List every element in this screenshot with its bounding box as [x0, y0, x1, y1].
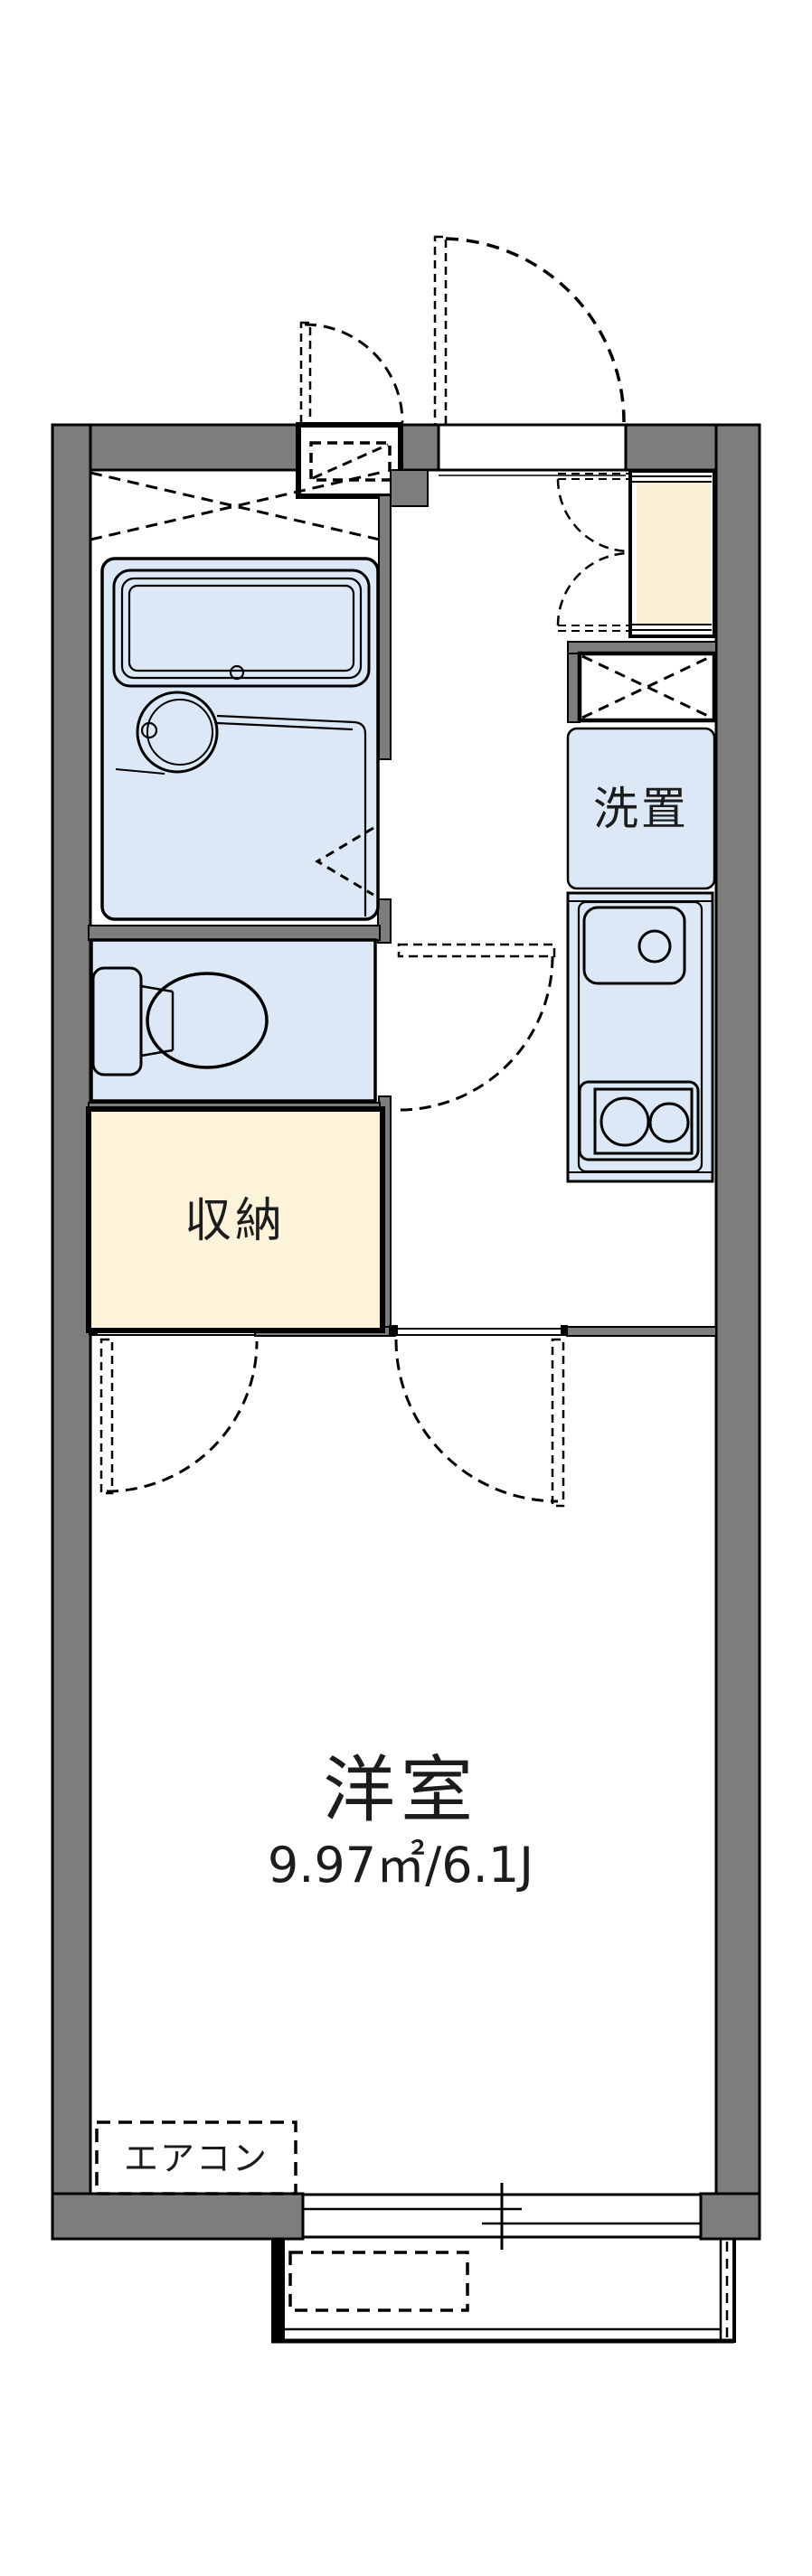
bathtub-drain	[229, 664, 245, 681]
storage-label: 収納	[184, 1194, 286, 1248]
main-room: 洋室 9.97㎡/6.1J	[268, 1748, 533, 1894]
balcony	[271, 2239, 736, 2344]
main-room-area: 9.97㎡/6.1J	[268, 1837, 533, 1894]
bathroom-counter-edge	[216, 714, 367, 917]
washroom-cross	[90, 471, 381, 541]
toilet-seat-joint	[140, 984, 175, 1058]
shoe-cabinet	[556, 469, 716, 638]
kitchen-counter	[566, 891, 714, 1183]
kitchen-faucet	[637, 929, 672, 964]
bathroom-folding-door	[315, 826, 374, 897]
balcony-equipment-area	[288, 2251, 469, 2312]
meter-box	[296, 422, 403, 499]
burner-right	[648, 1102, 690, 1143]
faucet-dot	[140, 721, 158, 739]
bathroom-sink	[136, 691, 219, 774]
storage-room: 収納	[86, 1106, 385, 1333]
toilet-tank	[91, 966, 143, 1076]
pipe-space-box	[577, 651, 717, 723]
main-room-right-door-swing	[394, 1338, 565, 1508]
burner-left	[600, 1096, 650, 1147]
outer-walls	[51, 423, 761, 2241]
aircon-label: エアコン	[124, 2139, 269, 2178]
laundry-label: 洗置	[593, 783, 689, 835]
laundry-space: 洗置	[566, 727, 716, 890]
stove	[578, 1080, 700, 1161]
bathroom	[100, 557, 380, 921]
aircon-box: エアコン	[95, 2120, 297, 2195]
main-room-label: 洋室	[323, 1748, 478, 1832]
utility-door-swing	[299, 321, 404, 427]
bathtub	[112, 569, 371, 688]
sliding-window	[302, 2183, 702, 2250]
bathroom-counter-edge-2	[216, 721, 354, 731]
toilet-bowl	[146, 972, 269, 1069]
corridor-door-swing	[397, 943, 556, 1112]
toilet-room	[90, 938, 377, 1103]
shoe-cabinet-door-swing	[556, 473, 631, 632]
main-room-left-door-swing	[99, 1338, 259, 1495]
kitchen-sink	[582, 906, 686, 985]
entrance-door-swing	[433, 235, 626, 427]
